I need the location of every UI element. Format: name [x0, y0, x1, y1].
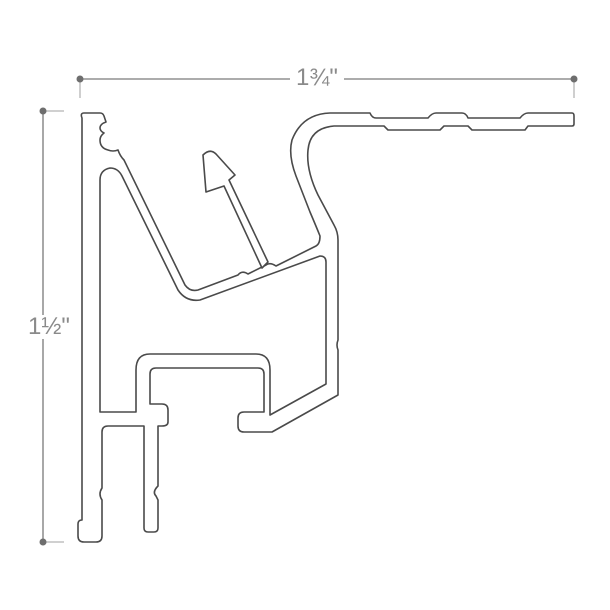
width-dimension-label: 1¾": [290, 66, 344, 90]
height-dimension-label: 1½": [22, 315, 76, 339]
height-endpoint-bottom: [39, 538, 47, 546]
profile-arrow-fin: [202, 150, 269, 269]
extrusion-profile: [77, 112, 575, 543]
width-endpoint-right: [570, 75, 578, 83]
width-endpoint-left: [76, 75, 84, 83]
height-endpoint-top: [39, 107, 47, 115]
profile-left-cavity: [99, 167, 327, 416]
